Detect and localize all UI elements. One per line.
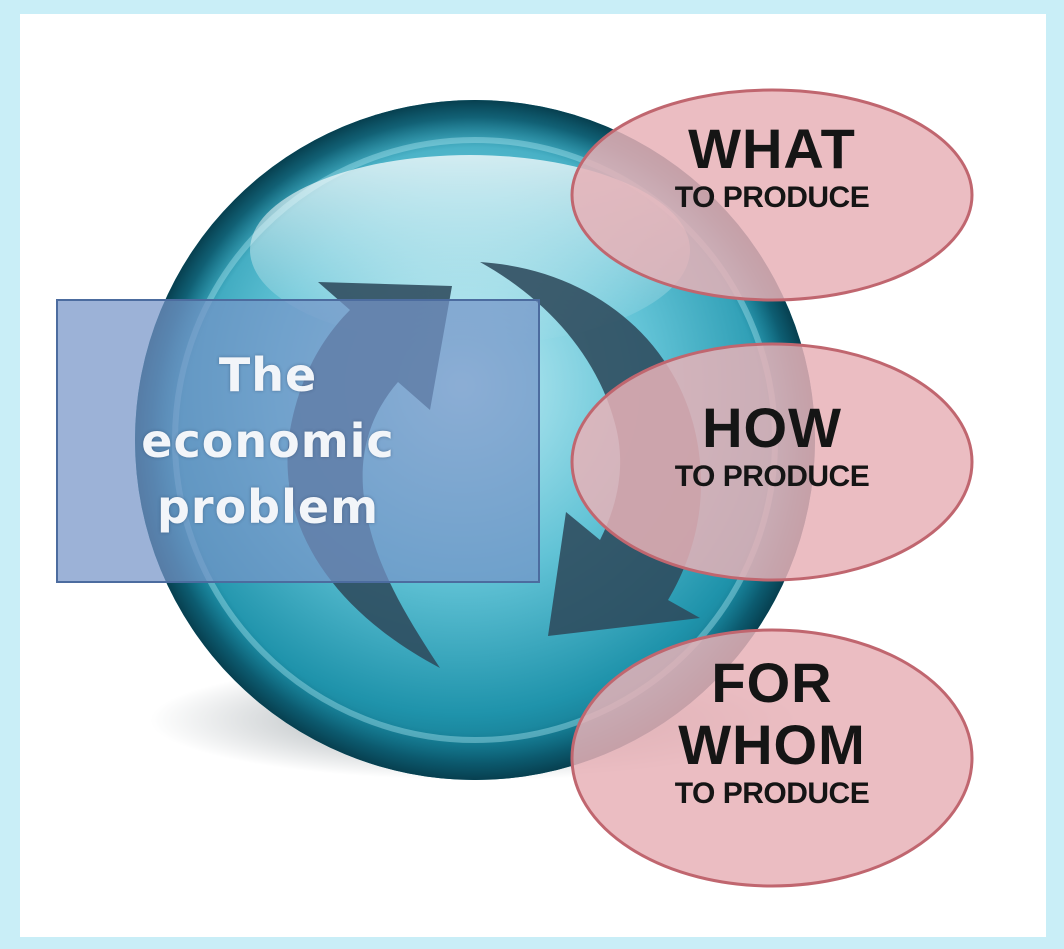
frame-edge-right [1046,0,1064,949]
for-whom-question: FOR WHOM TO PRODUCE [572,652,972,812]
frame-edge-top [0,0,1064,14]
economic-problem-box: The economic problem [56,299,540,583]
bubble-what [570,88,974,302]
for-whom-title-line-1: FOR [711,651,833,714]
frame-edge-left [0,0,20,949]
for-whom-title-line-2: WHOM [678,713,866,776]
how-title: HOW [702,396,842,459]
bubble-whom [570,628,974,888]
what-title: WHAT [688,117,856,180]
bubble-how [570,342,974,582]
center-label-line-2: economic [141,414,395,468]
how-question: HOW TO PRODUCE [572,397,972,495]
for-whom-subtitle: TO PRODUCE [674,777,870,810]
center-label-line-1: The [218,348,318,402]
center-label-line-3: problem [156,480,380,534]
what-subtitle: TO PRODUCE [674,181,870,214]
how-subtitle: TO PRODUCE [674,460,870,493]
what-question: WHAT TO PRODUCE [572,118,972,216]
frame-edge-bottom [0,937,1064,949]
